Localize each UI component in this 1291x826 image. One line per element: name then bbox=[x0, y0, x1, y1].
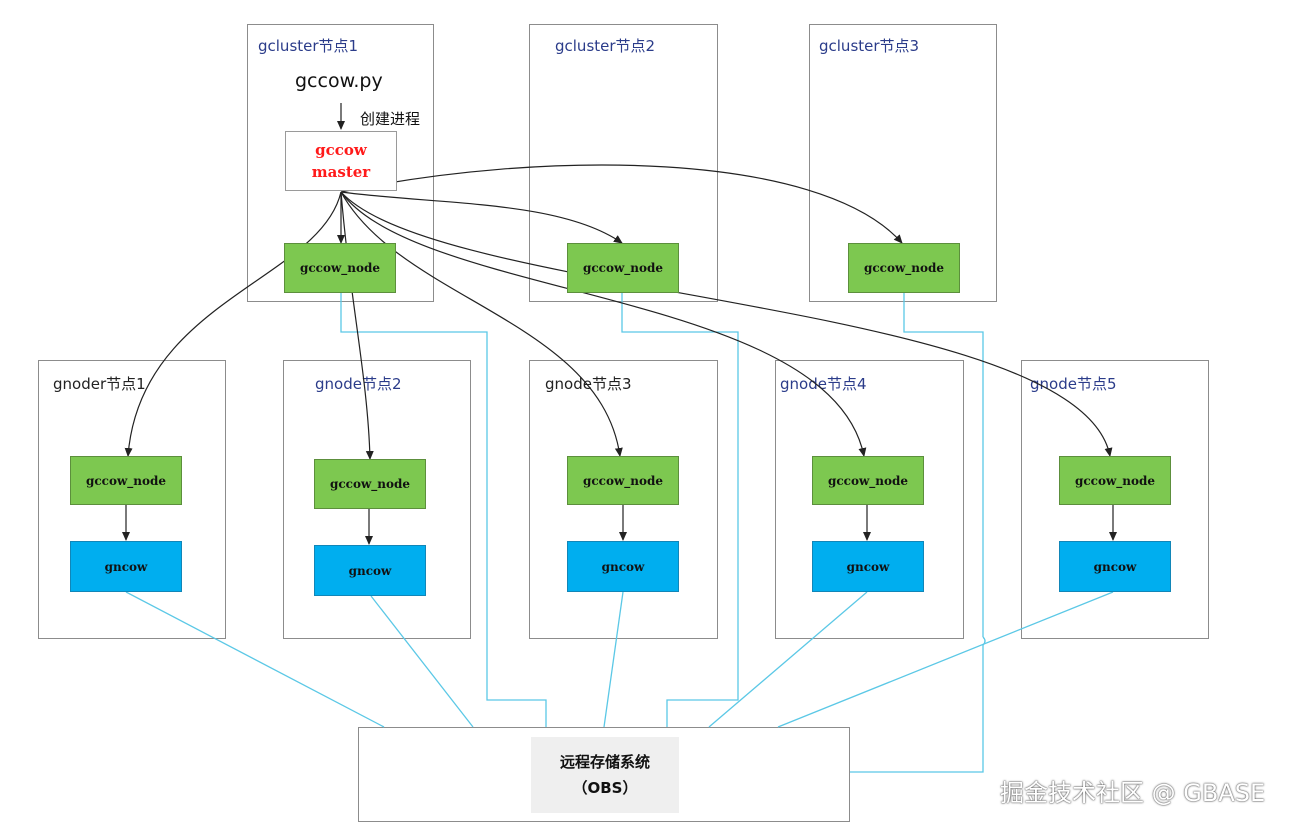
gcluster1-gccow-node: gccow_node bbox=[284, 243, 396, 293]
gccow-node-label: gccow_node bbox=[85, 473, 167, 488]
gnode-node-3-label: gnode节点3 bbox=[545, 375, 632, 393]
gnode3-gncow: gncow bbox=[567, 541, 679, 592]
gccow-master-box: gccow master bbox=[285, 131, 397, 191]
gnode4-gncow: gncow bbox=[812, 541, 924, 592]
gncow-label: gncow bbox=[601, 559, 645, 574]
obs-link-gcluster3-hop bbox=[982, 636, 986, 646]
gccow-node-label: gccow_node bbox=[1074, 473, 1156, 488]
storage-title: 远程存储系统 bbox=[559, 753, 650, 771]
gccow-script-label: gccow.py bbox=[295, 70, 383, 92]
gccow-node-label: gccow_node bbox=[827, 473, 909, 488]
gccow-node-label: gccow_node bbox=[299, 261, 381, 275]
gnode-node-1-label: gnoder节点1 bbox=[53, 375, 146, 393]
gcluster-node-2-label: gcluster节点2 bbox=[555, 37, 656, 55]
remote-storage-system: 远程存储系统 （OBS） bbox=[358, 727, 850, 822]
gncow-label: gncow bbox=[104, 559, 148, 574]
gnode1-gccow-node: gccow_node bbox=[70, 456, 182, 505]
storage-label-box: 远程存储系统 （OBS） bbox=[531, 737, 679, 813]
gcluster-node-1-label: gcluster节点1 bbox=[258, 37, 359, 55]
gnode1-gncow: gncow bbox=[70, 541, 182, 592]
gncow-label: gncow bbox=[1093, 559, 1137, 574]
create-process-label: 创建进程 bbox=[360, 110, 421, 128]
gnode5-gccow-node: gccow_node bbox=[1059, 456, 1171, 505]
gccow-node-label: gccow_node bbox=[863, 261, 945, 275]
gncow-label: gncow bbox=[846, 559, 890, 574]
gncow-label: gncow bbox=[348, 563, 392, 578]
master-line-2: master bbox=[311, 163, 371, 181]
watermark-text: 掘金技术社区 @ GBASE bbox=[1000, 779, 1266, 807]
gnode5-gncow: gncow bbox=[1059, 541, 1171, 592]
gnode-node-2-label: gnode节点2 bbox=[315, 375, 402, 393]
gccow-node-label: gccow_node bbox=[329, 477, 411, 491]
storage-subtitle: （OBS） bbox=[572, 779, 638, 797]
gccow-node-label: gccow_node bbox=[582, 261, 664, 275]
gnode2-gncow: gncow bbox=[314, 545, 426, 596]
gnode4-gccow-node: gccow_node bbox=[812, 456, 924, 505]
gnode2-gccow-node: gccow_node bbox=[314, 459, 426, 509]
gnode-node-5-label: gnode节点5 bbox=[1030, 375, 1117, 393]
gnode-node-4-label: gnode节点4 bbox=[780, 375, 867, 393]
gcluster-node-3-label: gcluster节点3 bbox=[819, 37, 920, 55]
gcluster3-gccow-node: gccow_node bbox=[848, 243, 960, 293]
master-line-1: gccow bbox=[315, 141, 367, 159]
gcluster2-gccow-node: gccow_node bbox=[567, 243, 679, 293]
obs-link-gcluster3-tail bbox=[850, 645, 984, 773]
gccow-node-label: gccow_node bbox=[582, 473, 664, 488]
gnode3-gccow-node: gccow_node bbox=[567, 456, 679, 505]
